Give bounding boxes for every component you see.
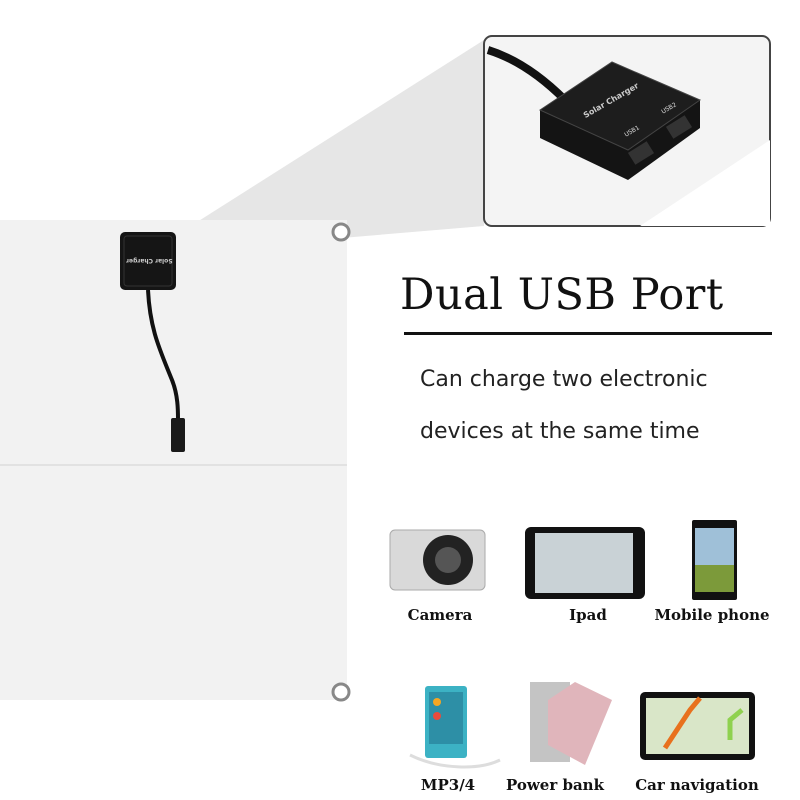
mp3-player-icon	[409, 686, 501, 769]
dc-connector	[171, 418, 185, 452]
camera-icon	[389, 529, 486, 591]
junction-box	[120, 232, 185, 452]
subtitle-line-2: devices at the same time	[420, 419, 700, 444]
device-label-camera: Camera	[407, 606, 473, 624]
tablet-icon	[525, 527, 645, 599]
page-title: Dual USB Port	[400, 270, 724, 320]
device-label-car-navigation: Car navigation	[635, 776, 759, 794]
device-label-power-bank: Power bank	[506, 776, 604, 794]
phone-icon	[692, 520, 737, 600]
zoom-projection	[175, 40, 484, 252]
grommet-icon	[331, 222, 351, 242]
device-label-mobile-phone: Mobile phone	[654, 606, 770, 624]
charger-label: Solar Charger	[126, 257, 173, 264]
device-label-mp3: MP3/4	[420, 776, 476, 794]
gps-navigator-icon	[640, 692, 755, 760]
title-underline	[404, 332, 772, 335]
power-bank-icon	[530, 682, 612, 765]
inset-closeup	[483, 35, 771, 227]
grommet-icon	[331, 682, 351, 702]
subtitle-line-1: Can charge two electronic	[420, 367, 708, 392]
device-label-ipad: Ipad	[569, 606, 607, 624]
solar-panel	[0, 220, 351, 702]
